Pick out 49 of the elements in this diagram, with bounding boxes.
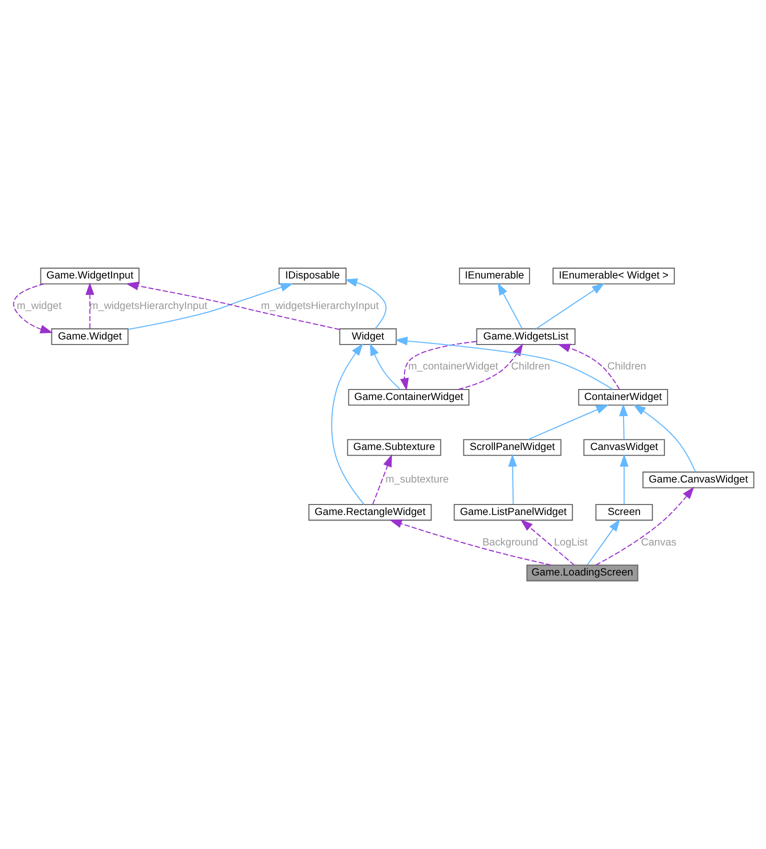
arrow	[527, 404, 608, 440]
node-box: Game.ListPanelWidget	[453, 504, 572, 521]
node-box: Game.Widget	[50, 328, 128, 346]
edge-label: m_widgetsHierarchyInput	[89, 300, 207, 312]
node-box: Widget	[338, 328, 396, 346]
node-box: Game.LoadingScreen	[526, 564, 638, 582]
arrow	[619, 454, 628, 504]
arrow	[125, 282, 340, 330]
node-box: Game.WidgetsList	[476, 328, 576, 346]
node-box: IEnumerable	[458, 268, 530, 284]
arrow	[557, 344, 620, 390]
edge-label: LogList	[553, 537, 588, 548]
node-box: Game.WidgetInput	[40, 268, 140, 284]
arrow	[632, 404, 696, 472]
arrow	[388, 519, 550, 566]
node-box: IEnumerable< Widget >	[552, 268, 674, 284]
edge-label: m_subtexture	[385, 474, 448, 486]
arrow	[394, 336, 612, 390]
edge-label: Children	[606, 362, 646, 373]
arrow	[330, 343, 364, 505]
arrow	[84, 282, 94, 328]
node-box: ContainerWidget	[578, 388, 668, 406]
edge-label: m_widget	[16, 300, 61, 312]
node-box: IDisposable	[278, 268, 346, 284]
arrow	[344, 278, 386, 330]
node-box: ScrollPanelWidget	[462, 439, 561, 456]
arrow	[508, 454, 516, 504]
node-box: Game.RectangleWidget	[308, 504, 432, 521]
arrow	[372, 454, 392, 504]
node-box: Game.Subtexture	[346, 439, 441, 456]
arrow	[496, 282, 522, 329]
arrow	[128, 283, 293, 330]
arrow	[12, 283, 52, 334]
arrow	[536, 283, 604, 330]
edge-label: Children	[510, 362, 550, 373]
node-box: CanvasWidget	[582, 439, 664, 456]
edge-label: Background	[482, 537, 538, 548]
arrow	[586, 518, 620, 566]
arrow	[458, 343, 523, 390]
node-box: Game.ContainerWidget	[348, 388, 469, 406]
arrow	[618, 404, 628, 440]
node-box: Screen	[594, 504, 652, 521]
edge-label: Canvas	[640, 537, 676, 548]
arrow	[369, 343, 400, 390]
arrow	[400, 340, 476, 391]
arrow	[520, 519, 574, 566]
node-box: Game.CanvasWidget	[642, 472, 754, 488]
edge-label: m_containerWidget	[408, 362, 498, 373]
edge-label: m_widgetsHierarchyInput	[260, 300, 378, 312]
